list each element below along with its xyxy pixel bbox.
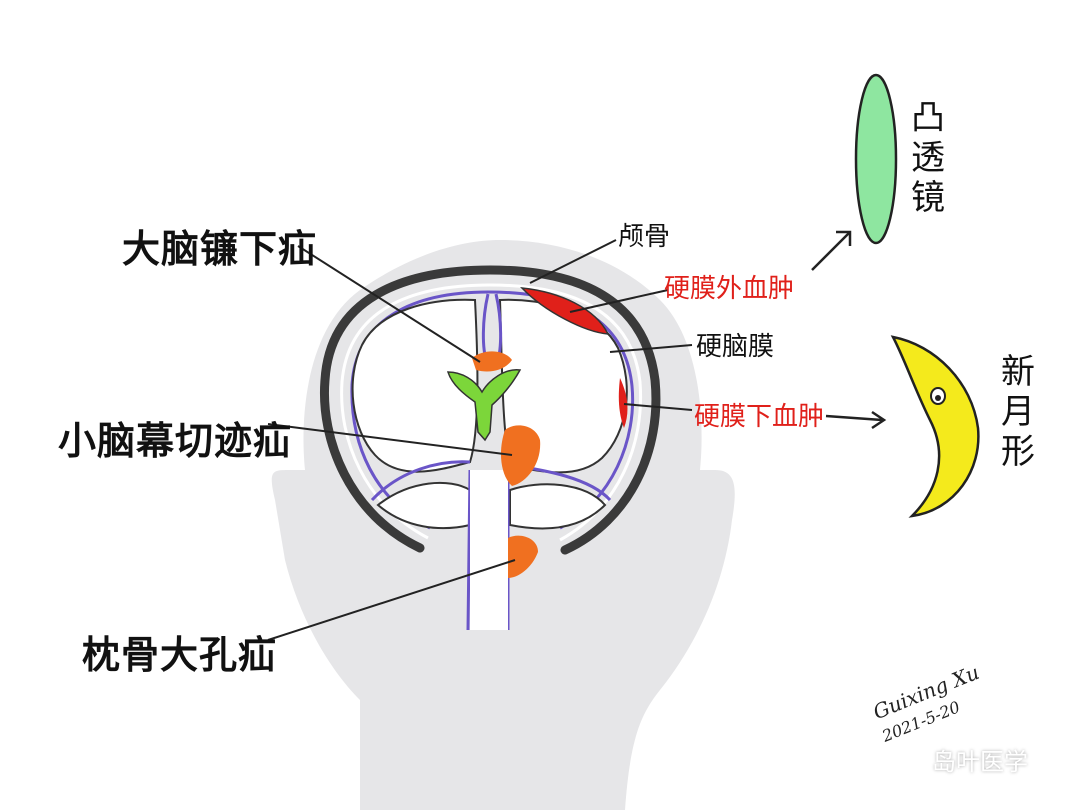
skull-label: 颅骨 [618, 222, 671, 252]
convex-lens-shape [854, 73, 898, 245]
tonsillar-herniation [508, 535, 538, 578]
dura-mater-label: 硬脑膜 [696, 332, 775, 362]
lateral-ventricles [446, 369, 522, 442]
leader-lines [267, 239, 693, 641]
skull-outline [319, 265, 661, 555]
arrows [811, 230, 887, 430]
moon-pupil-icon [935, 395, 941, 401]
wechat-icon [889, 747, 920, 771]
transtentorial-herniation [500, 425, 541, 486]
crescent-moon-shape [890, 335, 980, 518]
subdural-hematoma-label: 硬膜下血肿 [694, 402, 825, 432]
crescent-label: 新 月 形 [1001, 352, 1035, 472]
watermark-text: 岛叶医学 [932, 748, 1028, 776]
convex-lens-label: 凸 透 镜 [911, 98, 945, 218]
subfalcine-herniation-label: 大脑镰下疝 [122, 227, 318, 271]
epidural-hematoma [520, 287, 610, 335]
watermark: 岛叶医学 [888, 742, 1028, 777]
cerebellum-right [509, 483, 607, 530]
tonsillar-herniation-label: 枕骨大孔疝 [82, 633, 278, 677]
epidural-hematoma-label: 硬膜外血肿 [664, 274, 795, 304]
brainstem-body [470, 470, 508, 630]
subdural-hematoma [618, 378, 628, 428]
transtentorial-herniation-label: 小脑幕切迹疝 [58, 419, 293, 463]
skull-inner-line [340, 283, 643, 542]
subfalcine-herniation [472, 351, 512, 372]
